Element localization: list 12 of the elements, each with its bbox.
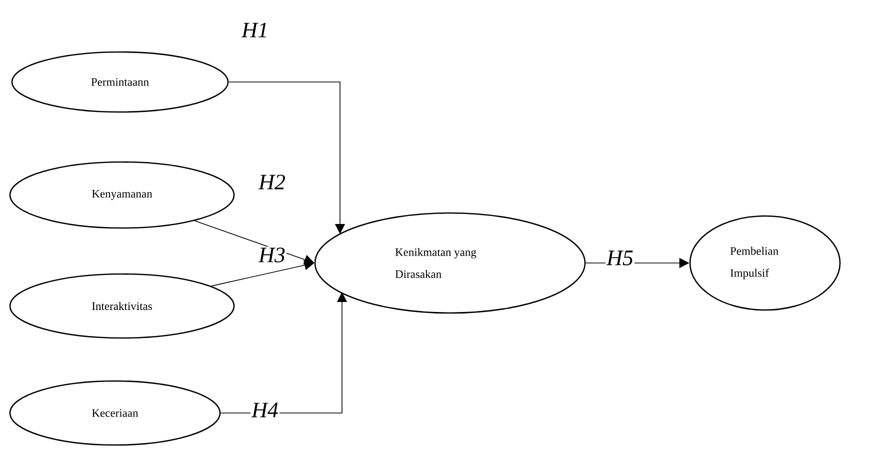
ellipse-node: Pembelian Impulsif — [689, 215, 841, 311]
edge-label: H2 — [258, 174, 286, 190]
edge-label: H1 — [240, 22, 270, 38]
ellipse-node: Kenyamanan — [9, 161, 235, 229]
ellipse-node: Interaktivitas — [9, 273, 235, 339]
ellipse-node: Permintaann — [11, 51, 229, 113]
edge-label: H3 — [258, 246, 286, 264]
arrow — [228, 82, 346, 234]
edge-label: H5 — [606, 250, 634, 266]
ellipse-node: Kenikmatan yang Dirasakan — [314, 212, 586, 314]
ellipse-node: Keceriaan — [9, 380, 221, 446]
edge-label: H4 — [250, 402, 280, 418]
